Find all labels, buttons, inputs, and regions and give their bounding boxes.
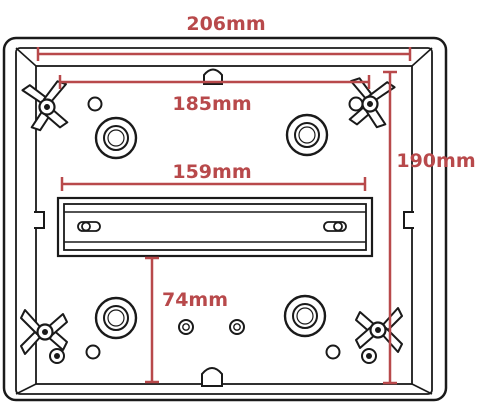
dimension-label-outer-width: 206mm: [186, 13, 265, 35]
dimension-label-rail-width: 159mm: [172, 161, 251, 183]
dimension-label-outer-height: 190mm: [396, 150, 475, 172]
knockout-notch-icon: [34, 68, 414, 387]
dimension-lines: [36, 47, 412, 385]
small-hole-icon: [49, 96, 377, 364]
din-rail-icon: [56, 196, 374, 258]
dimension-label-mounting-width: 185mm: [172, 93, 251, 115]
dimension-label-rail-to-base: 74mm: [162, 289, 228, 311]
